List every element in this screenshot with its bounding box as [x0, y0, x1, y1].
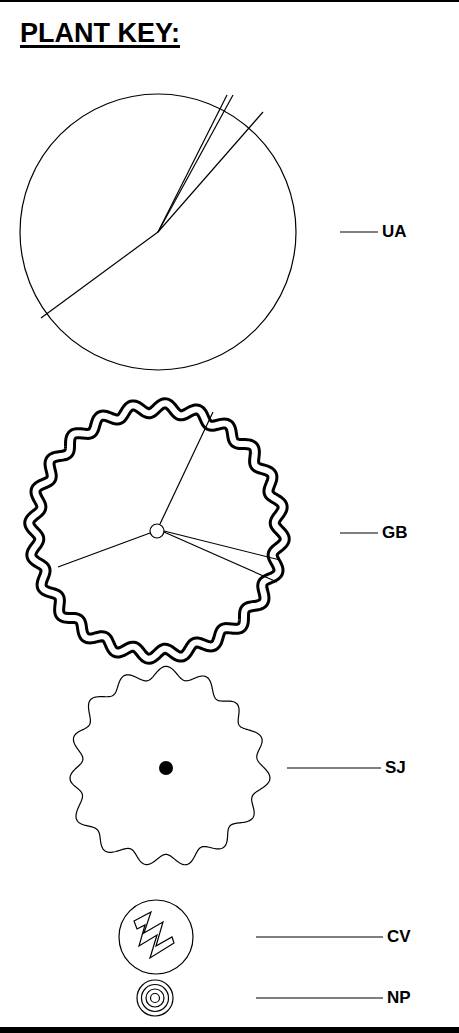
- gb-symbol: [29, 403, 284, 658]
- plant-code: NP: [387, 988, 411, 1008]
- plant-code: GB: [382, 523, 408, 543]
- leader-line: [256, 936, 383, 937]
- plant-code: SJ: [385, 758, 406, 778]
- cv-zigzag: [134, 912, 174, 958]
- ua-symbol: [20, 94, 296, 370]
- np-symbol: [137, 980, 173, 1016]
- plant-code: UA: [382, 222, 407, 242]
- sj-center: [159, 761, 173, 775]
- gb-center: [150, 524, 164, 538]
- gb-symbol-core: [29, 403, 284, 658]
- key-title: PLANT KEY:: [20, 18, 180, 49]
- leader-line: [256, 997, 383, 998]
- frame-line: [0, 0, 459, 2]
- plant-code: CV: [387, 927, 411, 947]
- cv-symbol: [119, 900, 193, 974]
- sj-symbol: [70, 666, 270, 864]
- leader-line: [287, 767, 381, 768]
- frame-bar: [0, 1027, 459, 1033]
- gb-spokes: [58, 412, 280, 582]
- leader-line: [340, 532, 378, 533]
- ua-wedges: [41, 95, 263, 318]
- leader-line: [340, 231, 378, 232]
